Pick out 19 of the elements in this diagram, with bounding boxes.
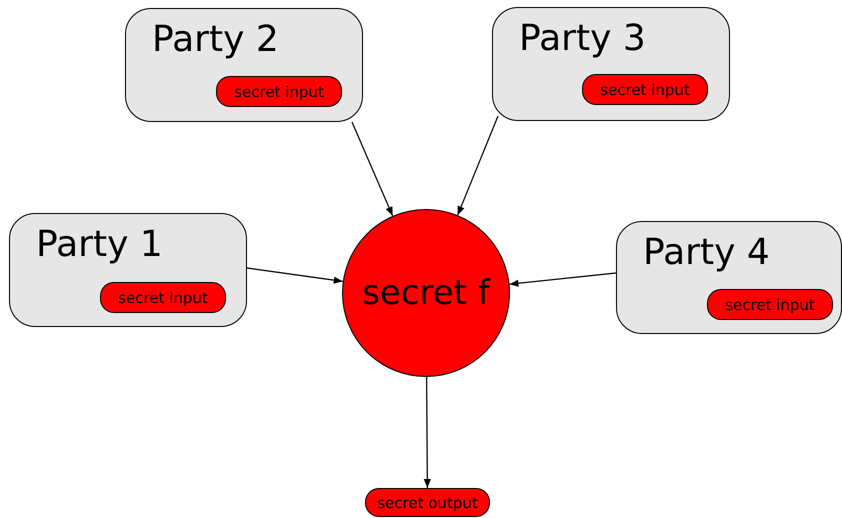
secret-tag: secret input	[582, 74, 708, 105]
arrow	[457, 116, 499, 216]
party-box	[9, 213, 247, 327]
secret-tag: secret input	[100, 282, 226, 313]
party-box	[616, 221, 842, 334]
party-name: Party 4	[643, 232, 770, 273]
party-name: Party 2	[152, 19, 279, 60]
secret-tag: secret input	[707, 289, 833, 320]
arrow	[424, 377, 431, 488]
party-name: Party 1	[36, 224, 163, 265]
arrow	[246, 267, 343, 284]
arrow	[351, 122, 394, 216]
party-box	[125, 8, 363, 122]
party-box	[492, 7, 730, 121]
secret-tag: secret input	[216, 76, 342, 107]
secret-tag: secret output	[365, 488, 490, 517]
function-circle: secret f	[342, 209, 510, 377]
arrow	[509, 272, 616, 287]
party-name: Party 3	[519, 18, 646, 59]
